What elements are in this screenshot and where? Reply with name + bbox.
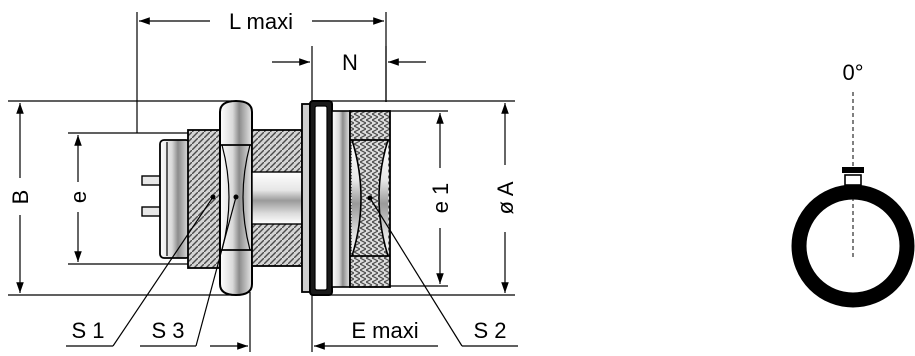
leader-s3: S 3	[140, 196, 237, 347]
leader-s2: S 2	[369, 197, 518, 347]
leader-s1: S 1	[66, 196, 214, 347]
keying-view: 0°	[791, 60, 915, 308]
dimension-e-maxi: E maxi	[210, 292, 438, 352]
label-s3: S 3	[151, 318, 184, 343]
dimension-n: N	[272, 46, 426, 102]
label-e-maxi: E maxi	[351, 318, 418, 343]
label-a: ø A	[493, 181, 518, 214]
key-notch	[844, 174, 862, 186]
label-s2: S 2	[473, 318, 506, 343]
label-s1: S 1	[71, 318, 104, 343]
connector-body	[141, 99, 391, 297]
thread-gap	[251, 171, 303, 225]
dimension-b: B	[8, 100, 232, 296]
rear-thread	[187, 129, 221, 269]
label-angle: 0°	[842, 60, 863, 85]
rear-insert	[159, 139, 191, 259]
dimension-a: ø A	[330, 100, 518, 296]
label-e: e	[66, 191, 91, 203]
key-tab	[842, 167, 864, 173]
label-n: N	[342, 50, 358, 75]
label-l-maxi: L maxi	[229, 9, 293, 34]
dimension-l-maxi: L maxi	[136, 9, 387, 133]
label-e1: e 1	[428, 183, 453, 214]
dimension-e1: e 1	[355, 110, 453, 287]
front-receptacle	[331, 110, 391, 288]
label-b: B	[8, 190, 33, 205]
key-ring	[791, 184, 915, 308]
washer	[301, 103, 311, 293]
